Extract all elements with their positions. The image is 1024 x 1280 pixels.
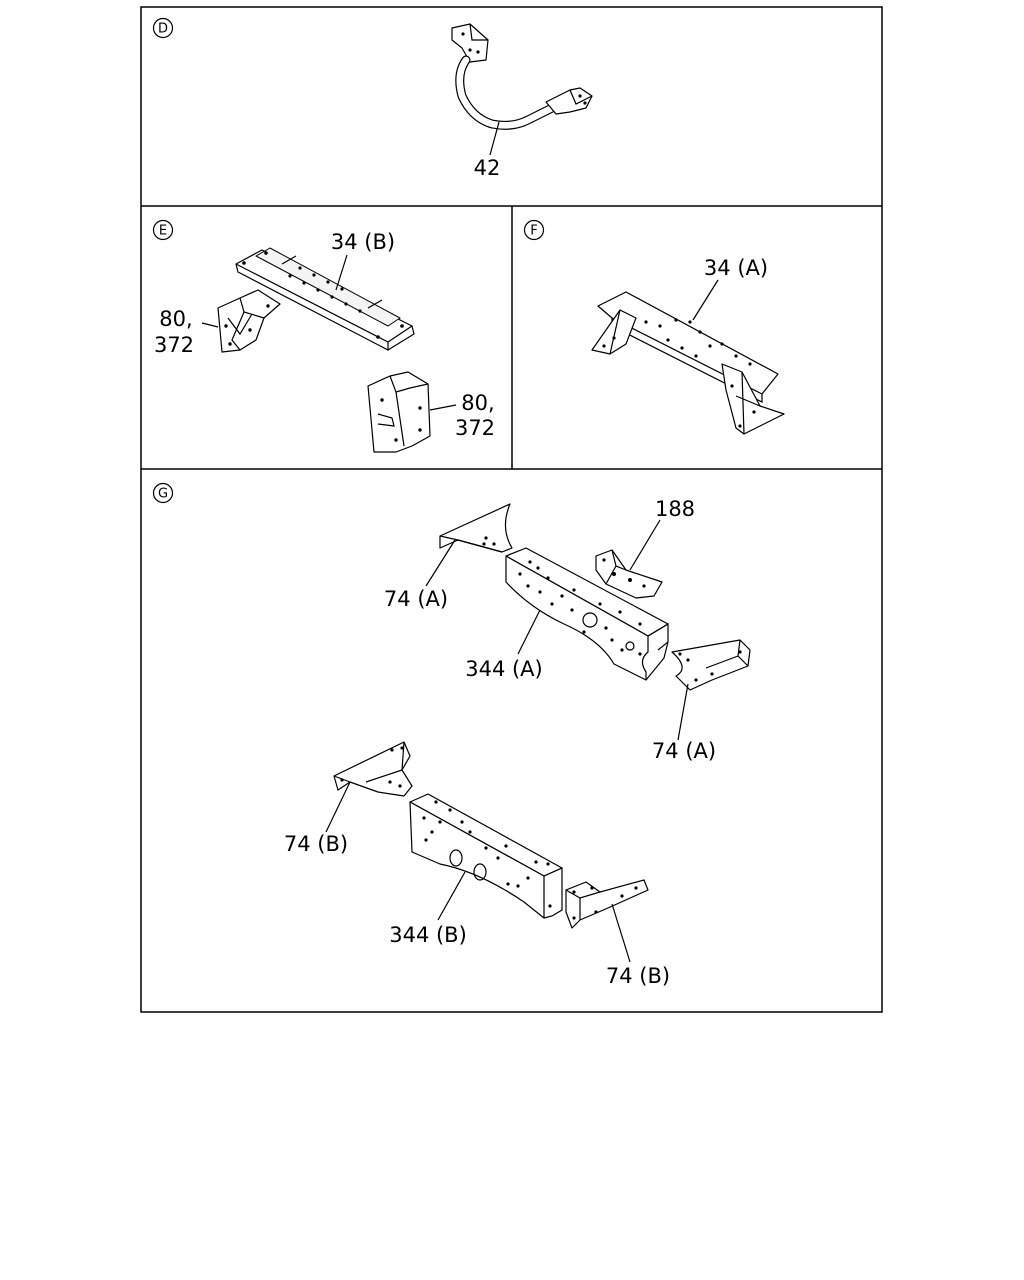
label-344b: 344 (B) (389, 923, 467, 947)
bracket-74a-left (439, 503, 513, 553)
label-42: 42 (474, 156, 501, 180)
leader-80-372-left (201, 322, 219, 328)
panel-g-marker: G (152, 482, 174, 504)
leader-74b-left (325, 781, 351, 833)
label-74a-right: 74 (A) (652, 739, 716, 763)
panel-f: F 34 (A) (523, 219, 785, 435)
svg-text:G: G (158, 487, 168, 502)
panel-d: D 42 (152, 17, 593, 180)
bracket-74a-right (671, 639, 751, 691)
leader-34a (692, 279, 719, 321)
diagram-frame (140, 6, 883, 1013)
leader-344b (437, 871, 466, 921)
crossmember-344a (505, 547, 669, 681)
label-34a: 34 (A) (704, 256, 768, 280)
label-34b: 34 (B) (331, 230, 395, 254)
leader-80-372-right (429, 404, 457, 411)
leader-344a (517, 609, 541, 655)
label-74b-right: 74 (B) (606, 964, 670, 988)
label-74b-left: 74 (B) (284, 832, 348, 856)
bracket-80-372-left (217, 289, 281, 353)
panel-g: G 188 74 (A) (152, 482, 751, 988)
leader-42 (489, 121, 500, 156)
panel-e: E 34 (B) 80, 372 (152, 219, 495, 453)
panel-d-marker: D (152, 17, 174, 39)
bracket-188 (595, 549, 663, 599)
leader-34b (335, 254, 348, 291)
bracket-74b-right (565, 879, 649, 929)
label-74a-left: 74 (A) (384, 587, 448, 611)
label-80-right: 80, (461, 391, 494, 415)
leader-74a-right (677, 683, 689, 741)
label-344a: 344 (A) (465, 657, 543, 681)
pipe-bracket-42 (451, 23, 593, 130)
crossmember-344b (409, 793, 563, 919)
label-372-right: 372 (455, 416, 495, 440)
leader-74b-right (611, 903, 631, 963)
svg-text:D: D (158, 22, 168, 37)
label-80-left: 80, (159, 307, 192, 331)
leader-188 (629, 519, 661, 571)
label-372-left: 372 (154, 333, 194, 357)
label-188: 188 (655, 497, 695, 521)
crossmember-34a (591, 291, 785, 435)
svg-text:F: F (530, 224, 537, 239)
bracket-80-372-right (367, 371, 431, 453)
panel-f-marker: F (523, 219, 545, 241)
panel-e-marker: E (152, 219, 174, 241)
svg-text:E: E (159, 224, 167, 239)
leader-74a-left (425, 539, 456, 587)
crossmember-34b (235, 247, 415, 351)
bracket-74b-left (333, 741, 413, 797)
